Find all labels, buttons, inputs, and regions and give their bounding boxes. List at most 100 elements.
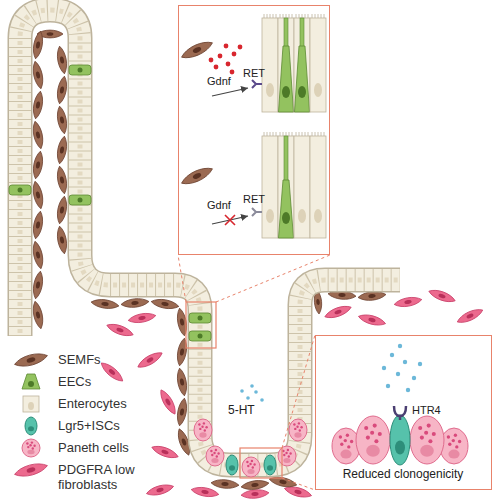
- legend-pdgfra-swatch: [13, 461, 48, 480]
- microvillus: [315, 14, 316, 18]
- pdgfra-low-fibroblast-nucleus: [334, 309, 342, 315]
- gdnf-dot: [224, 44, 229, 49]
- semf-cell: [150, 297, 179, 310]
- inset-enterocyte: [278, 18, 294, 112]
- microvillus: [270, 14, 271, 18]
- semf-cell-nucleus: [35, 101, 40, 109]
- paneth-granule: [373, 424, 377, 428]
- legend-swatch: [23, 396, 39, 412]
- pdgfra-low-fibroblast: [456, 306, 485, 325]
- enterocyte-nucleus: [266, 209, 274, 223]
- semf-cell-nucleus: [161, 301, 169, 306]
- serotonin-dot: [406, 388, 410, 392]
- inset-eec-nucleus: [282, 212, 290, 224]
- pdgfra-low-fibroblast-body: [127, 311, 156, 324]
- microvillus: [267, 14, 268, 18]
- paneth-granule: [251, 460, 253, 462]
- semf-cell: [31, 30, 44, 59]
- stem-nucleus: [229, 465, 235, 471]
- semf-cell-nucleus: [368, 294, 376, 299]
- stem-body: [226, 455, 238, 475]
- serotonin-dot: [260, 398, 264, 402]
- paneth-granule: [364, 426, 368, 430]
- paneth-granule: [448, 443, 451, 446]
- semf-cell: [55, 75, 68, 104]
- microvillus: [276, 14, 277, 18]
- semf-cell-nucleus: [179, 408, 184, 416]
- paneth-granule: [432, 432, 436, 436]
- gdnf-dot: [230, 70, 235, 75]
- paneth-granule: [253, 463, 255, 465]
- paneth-granule: [215, 449, 217, 451]
- gdnf-dot: [232, 52, 237, 57]
- paneth-body: [22, 439, 40, 457]
- paneth-nucleus: [247, 469, 254, 474]
- microvillus: [318, 132, 319, 136]
- legend-semf-swatch-nucleus: [26, 357, 36, 364]
- lgr5-stem-cell: [390, 415, 410, 465]
- gdnf-dot: [218, 54, 223, 59]
- paneth-cell: [278, 446, 296, 466]
- eec-cell: [69, 65, 91, 75]
- paneth-granule: [198, 423, 200, 425]
- pdgfra-low-fibroblast-body: [427, 287, 456, 304]
- semf-cell: [241, 479, 270, 491]
- paneth-cell: [206, 446, 224, 466]
- pdgfra-low-fibroblast-nucleus: [201, 489, 209, 494]
- eec-nucleus: [198, 334, 203, 339]
- enterocyte-nucleus: [266, 83, 274, 97]
- gdnf-dot: [226, 62, 231, 67]
- legend-enterocyte-nucleus: [28, 402, 34, 410]
- zoom-leader-line: [178, 255, 186, 302]
- microvillus: [264, 14, 265, 18]
- microvillus: [305, 14, 306, 18]
- paneth-granule: [31, 441, 33, 443]
- pdgfra-low-fibroblast-nucleus: [368, 317, 376, 323]
- microvillus: [321, 14, 322, 18]
- paneth-nucleus: [340, 450, 351, 459]
- inset-eec-body: [295, 46, 310, 112]
- microvillus: [264, 132, 265, 136]
- paneth-granule: [296, 426, 298, 428]
- ret-receptor: [252, 208, 262, 216]
- pdgfra-low-fibroblast: [190, 485, 219, 498]
- gdnf-dot: [214, 65, 219, 70]
- pdgfra-low-fibroblast-body: [150, 443, 179, 460]
- gdnf-dot: [209, 58, 214, 63]
- zoom-box: [240, 448, 282, 478]
- semf-cell: [31, 270, 44, 299]
- epithelium-nuclei: [20, 10, 400, 465]
- semf-cell-body: [55, 195, 68, 224]
- pdgfra-low-fibroblast: [150, 443, 179, 460]
- zoom-leader-line: [282, 478, 315, 490]
- inset-semf: [179, 38, 214, 62]
- eec-cell: [9, 185, 31, 195]
- serotonin-dot: [398, 344, 402, 348]
- legend-eec-swatch: [22, 374, 40, 389]
- paneth-cell: [242, 457, 260, 477]
- semf-cell-body: [31, 90, 44, 119]
- inset-text: Reduced clonogenicity: [316, 468, 490, 481]
- inset-text: Gdnf: [207, 199, 231, 212]
- semf-cell-body: [31, 300, 45, 329]
- eec-body: [69, 65, 91, 75]
- pdgfra-low-fibroblast-nucleus: [146, 356, 154, 363]
- inset-semf-body: [179, 38, 214, 62]
- paneth-granule: [216, 455, 218, 457]
- semf-cell-nucleus: [59, 206, 64, 214]
- pdgfra-low-fibroblast-body: [136, 349, 164, 370]
- semf-cell-nucleus: [47, 32, 54, 36]
- serotonin-dot: [412, 376, 416, 380]
- serotonin-dot: [386, 384, 390, 388]
- stem-body: [264, 455, 276, 475]
- paneth-granule: [26, 442, 28, 444]
- semf-cell-nucleus: [59, 146, 64, 154]
- semf-cell: [91, 298, 120, 310]
- eec-body: [9, 185, 31, 195]
- ret-receptor: [252, 80, 262, 88]
- paneth-granule: [203, 422, 205, 424]
- paneth-granule: [213, 452, 215, 454]
- paneth-granule: [249, 463, 251, 465]
- paneth-granule: [29, 444, 31, 446]
